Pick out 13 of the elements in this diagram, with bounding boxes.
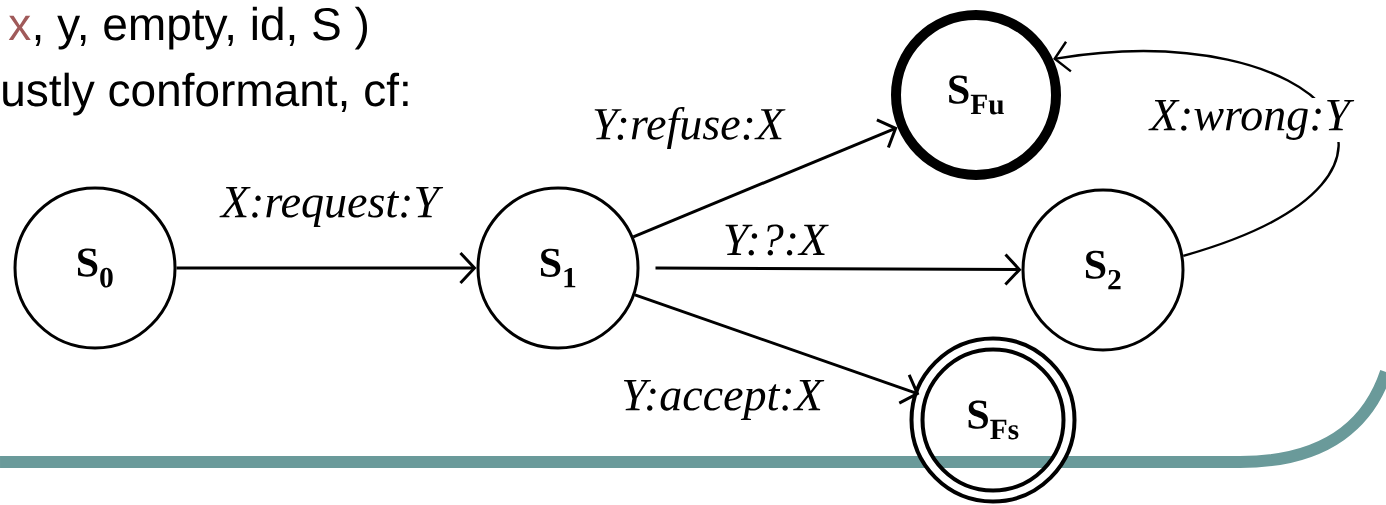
arrow	[634, 293, 920, 405]
body-text: , y, empty, id, S )	[35, 6, 367, 50]
body-text: x	[8, 15, 31, 40]
arrow	[632, 118, 898, 239]
edge-label: X:wrong:Y	[1147, 98, 1355, 142]
arrow	[655, 253, 1022, 286]
arrow	[1053, 41, 1339, 257]
edge-label: X:request:Y	[219, 185, 444, 229]
edge-label: Y:?:X	[720, 222, 830, 258]
edge-label: Y:refuse:X	[590, 104, 787, 152]
edge-label: Y:accept:X	[619, 378, 825, 422]
arrow	[176, 251, 477, 284]
body-text: ustly conformant, cf:	[3, 72, 408, 116]
